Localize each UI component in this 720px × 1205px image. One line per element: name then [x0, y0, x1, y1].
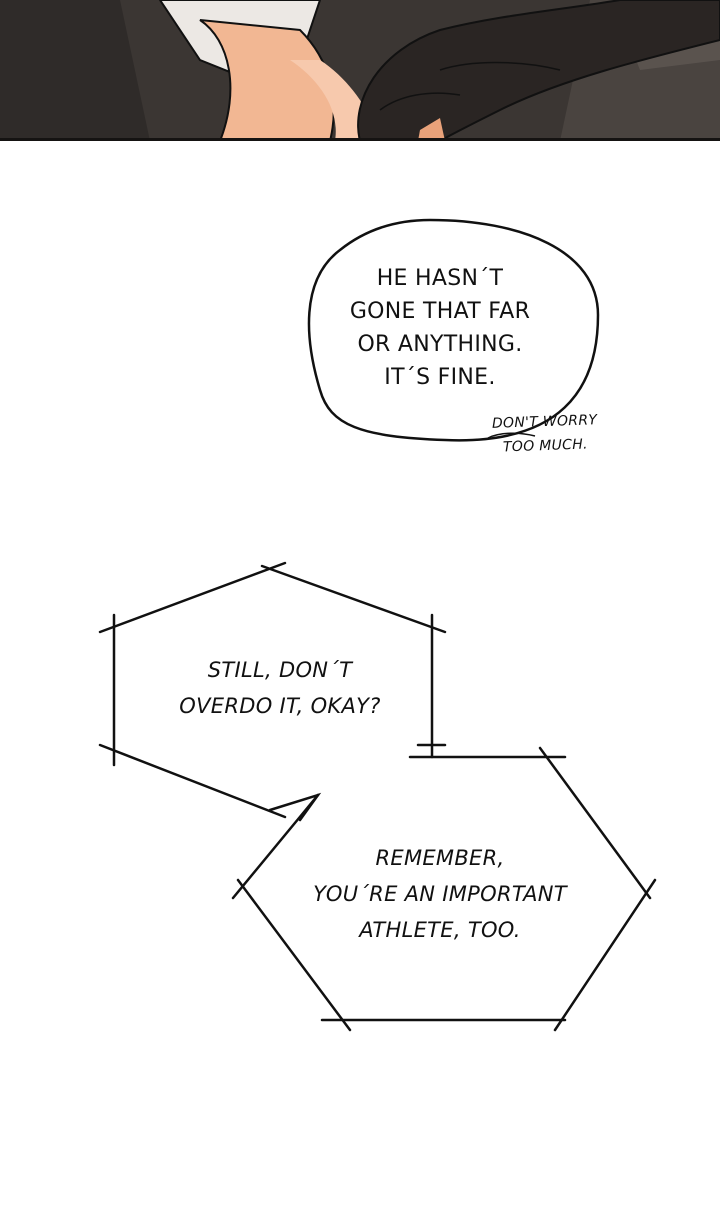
hex-right-line: YOU´RE AN IMPORTANT: [313, 882, 567, 906]
hex-bubble-right-text: REMEMBER, YOU´RE AN IMPORTANT ATHLETE, T…: [270, 840, 610, 948]
panel-artwork: [0, 0, 720, 138]
round-bubble-line: IT´S FINE.: [384, 365, 496, 390]
aside-underline: [487, 432, 536, 439]
hex-bubble-left-outline: [98, 561, 447, 822]
hex-bubble-left-text: STILL, DON´T OVERDO IT, OKAY?: [130, 652, 430, 724]
hex-right-line: ATHLETE, TOO.: [359, 918, 521, 942]
round-bubble-text: HE HASN´T GONE THAT FAR OR ANYTHING. IT´…: [320, 262, 560, 394]
round-bubble-outline: [307, 218, 600, 442]
hex-left-line: STILL, DON´T: [207, 658, 353, 682]
hex-right-line: REMEMBER,: [375, 846, 505, 870]
round-bubble-line: HE HASN´T: [376, 266, 504, 291]
comic-panel-top: [0, 0, 720, 141]
hex-bubble-right-outline: [231, 746, 657, 1032]
round-bubble-line: OR ANYTHING.: [357, 332, 523, 357]
aside-text: DON'T WORRY TOO MUCH.: [469, 407, 621, 460]
round-bubble-line: GONE THAT FAR: [349, 299, 531, 324]
hex-left-line: OVERDO IT, OKAY?: [179, 694, 381, 718]
